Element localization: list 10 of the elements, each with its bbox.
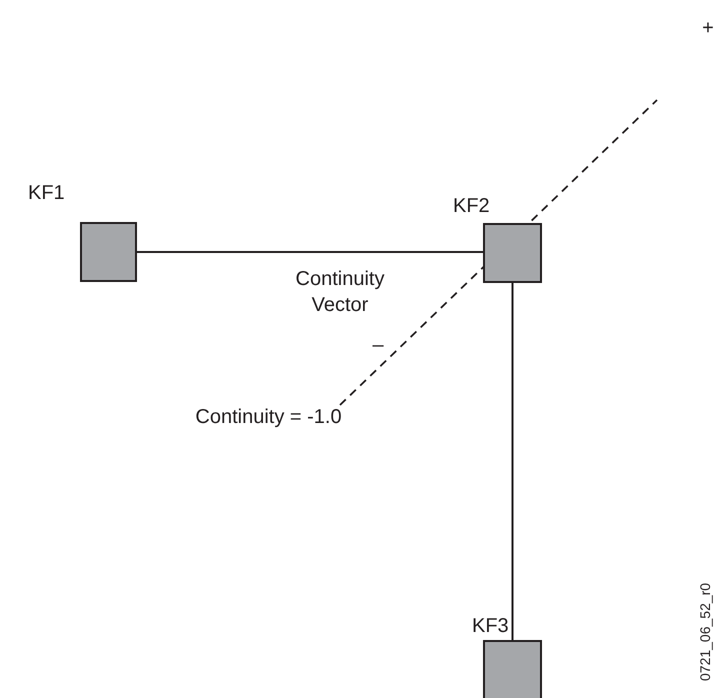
plus-sign: + <box>701 16 715 41</box>
keyframe-label: KF1 <box>28 183 65 203</box>
continuity-value: Continuity = -1.0 <box>194 405 343 430</box>
connector-line <box>137 251 483 253</box>
keyframe-label: KF2 <box>453 196 490 216</box>
axis-caption: Continuity Vector <box>294 267 386 318</box>
figure-id: 0721_06_52_r0 <box>696 582 714 681</box>
keyframe-label: KF3 <box>472 616 509 636</box>
connector-line <box>512 283 514 640</box>
minus-sign: – <box>371 333 385 358</box>
